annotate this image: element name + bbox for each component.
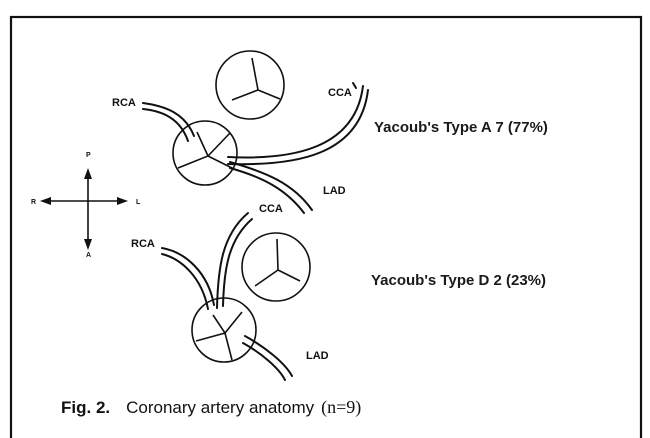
orientation-compass: P A R L (31, 152, 141, 259)
caption-text: Coronary artery anatomy (126, 398, 315, 417)
type-d-upper-vessel (242, 233, 310, 301)
type-d-lad-vessel (243, 336, 292, 380)
type-d-label: Yacoub's Type D 2 (23%) (371, 272, 546, 289)
caption-n: (n=9) (321, 397, 361, 418)
arrow-down-icon (84, 239, 92, 250)
type-d-rca-vessel (162, 248, 214, 309)
cca-label: CCA (328, 87, 352, 99)
lad-label: LAD (323, 185, 346, 197)
arrow-left-icon (40, 197, 51, 205)
cca-label: CCA (259, 203, 283, 215)
type-a-diagram: RCA CCA LAD (112, 51, 368, 213)
type-a-upper-vessel (216, 51, 284, 119)
posterior-label: P (86, 152, 91, 159)
arrow-up-icon (84, 168, 92, 179)
type-a-rca-vessel (143, 103, 194, 141)
caption-fig-label: Fig. 2. (61, 398, 110, 417)
arrow-right-icon (117, 197, 128, 205)
type-d-cca-vessel (217, 213, 252, 308)
anterior-label: A (86, 252, 91, 259)
figure-caption: Fig. 2. Coronary artery anatomy (n=9) (61, 397, 361, 418)
right-label: R (31, 199, 36, 206)
lad-label: LAD (306, 350, 329, 362)
rca-label: RCA (131, 238, 155, 250)
type-d-lower-vessel (192, 298, 256, 362)
type-d-diagram: RCA CCA LAD (131, 203, 329, 380)
figure-border (11, 17, 641, 438)
type-a-label: Yacoub's Type A 7 (77%) (374, 119, 548, 136)
left-label: L (136, 199, 141, 206)
rca-label: RCA (112, 97, 136, 109)
